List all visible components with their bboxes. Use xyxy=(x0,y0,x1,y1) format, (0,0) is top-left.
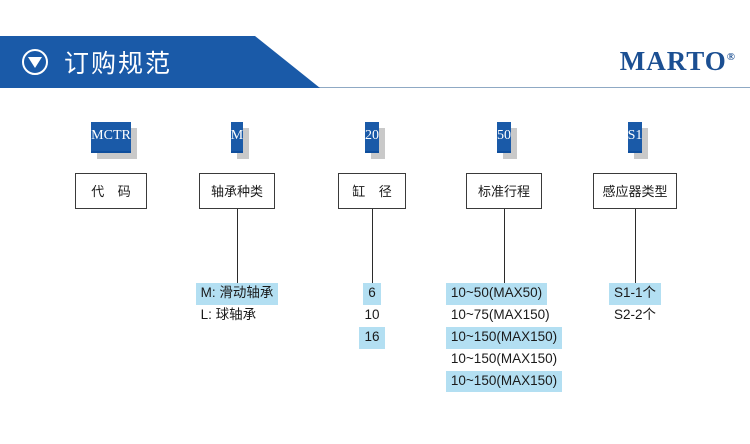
sensor-chip-wrapper: S1 xyxy=(627,122,649,159)
list-item[interactable]: 10~50(MAX50) xyxy=(445,283,548,305)
value-list-bore: 6 10 16 xyxy=(359,283,385,349)
list-item[interactable]: 10~150(MAX150) xyxy=(445,370,563,393)
column-bearing-type: M 轴承种类 M: 滑动轴承 L: 球轴承 xyxy=(195,122,279,327)
bore-chip: 20 xyxy=(365,122,379,153)
connector-line-bore xyxy=(371,209,373,283)
list-item[interactable]: 10~150(MAX150) xyxy=(450,350,558,366)
list-item[interactable]: M: 滑动轴承 xyxy=(195,283,279,305)
bearing-chip: M xyxy=(230,122,244,153)
label-bore: 缸 径 xyxy=(338,173,406,209)
value-list-stroke: 10~50(MAX50) 10~75(MAX150) 10~150(MAX150… xyxy=(445,283,563,393)
label-bearing-type: 轴承种类 xyxy=(199,173,275,209)
sensor-chip: S1 xyxy=(627,122,643,153)
list-item[interactable]: S1-1个 xyxy=(608,283,662,305)
circle-triangle-down-icon xyxy=(22,49,48,75)
header-banner: 订购规范 xyxy=(0,36,320,88)
connector-line-sensor xyxy=(634,209,636,283)
code-chip-wrapper: MCTR xyxy=(91,122,137,159)
registered-mark: ® xyxy=(726,51,736,63)
value-list-bearing: M: 滑动轴承 L: 球轴承 xyxy=(195,283,279,327)
list-item[interactable]: 10 xyxy=(364,306,380,322)
header-divider xyxy=(0,87,750,88)
stroke-chip-wrapper: 50 xyxy=(497,122,517,159)
list-item[interactable]: L: 球轴承 xyxy=(200,306,257,322)
connector-line-bearing xyxy=(236,209,238,283)
list-item[interactable]: 16 xyxy=(359,326,385,349)
connector-line-stroke xyxy=(503,209,505,283)
bore-chip-wrapper: 20 xyxy=(365,122,385,159)
value-list-sensor: S1-1个 S2-2个 xyxy=(608,283,662,327)
code-chip: MCTR xyxy=(91,122,131,153)
page-title: 订购规范 xyxy=(64,50,173,78)
stroke-chip: 50 xyxy=(497,122,511,153)
column-code: MCTR 代 码 xyxy=(75,122,147,209)
brand-name: MARTO xyxy=(619,46,727,76)
column-bore: 20 缸 径 6 10 16 xyxy=(338,122,406,349)
list-item[interactable]: 10~75(MAX150) xyxy=(450,306,550,322)
column-sensor-type: S1 感应器类型 S1-1个 S2-2个 xyxy=(593,122,677,327)
brand-logo: MARTO® xyxy=(620,48,736,75)
label-sensor-type: 感应器类型 xyxy=(593,173,677,209)
list-item[interactable]: 10~150(MAX150) xyxy=(445,326,563,349)
list-item[interactable]: 6 xyxy=(363,283,381,305)
ordering-code-diagram: MCTR 代 码 M 轴承种类 M: 滑动轴承 L: 球轴承 20 缸 径 6 … xyxy=(0,122,750,422)
list-item[interactable]: S2-2个 xyxy=(613,306,657,322)
label-code: 代 码 xyxy=(75,173,147,209)
label-stroke: 标准行程 xyxy=(466,173,542,209)
column-stroke: 50 标准行程 10~50(MAX50) 10~75(MAX150) 10~15… xyxy=(445,122,563,393)
bearing-chip-wrapper: M xyxy=(230,122,250,159)
